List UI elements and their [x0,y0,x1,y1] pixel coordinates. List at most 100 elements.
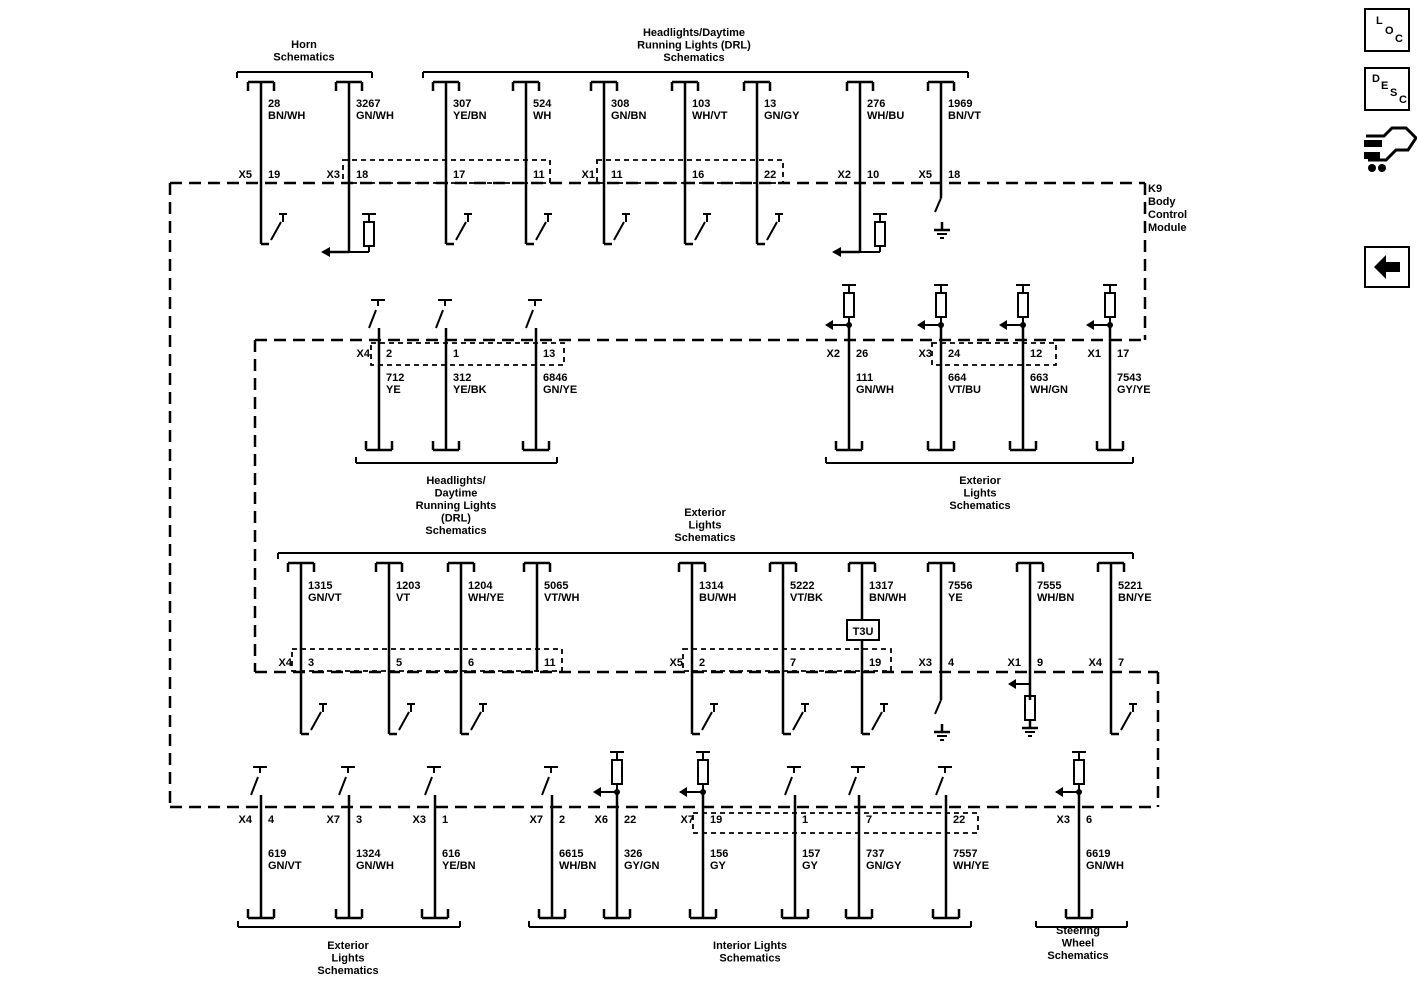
schematic-reference-label: Schematics [425,525,486,537]
schematic-reference-label: Exterior [684,507,726,519]
component-label: T3U [853,626,874,638]
circuit-number: 1203 [396,580,420,592]
connector-id: X3 [919,657,932,669]
arrow-head [825,320,833,330]
connector-view-icon[interactable] [1362,120,1417,176]
arrow-head [999,320,1007,330]
switch-blade [541,776,550,796]
circuit-number: 111 [856,372,873,384]
pin-number: 3 [308,657,314,669]
back-button[interactable] [1364,246,1410,288]
desc-letter: S [1390,87,1398,99]
circuit-number: 157 [802,848,820,860]
switch-blade [1120,711,1132,731]
wire-color: YE [386,384,401,396]
component-box [846,619,880,641]
circuit-number: 312 [453,372,471,384]
pin-number: 3 [356,814,362,826]
schematic-reference-label: Horn [291,39,317,51]
pin-number: 7 [1118,657,1124,669]
circuit-number: 103 [692,98,710,110]
loc-button[interactable]: L O C [1364,8,1410,52]
wire-color: VT/WH [544,592,579,604]
connector-id: X7 [327,814,340,826]
module-label-line: Body [1148,196,1176,208]
pin-number: 24 [948,348,961,360]
resistor-body [874,221,886,247]
wire-color: GN/GY [764,110,800,122]
plug-icon [1364,126,1417,172]
pin-number: 7 [790,657,796,669]
connector-group-box [596,159,784,184]
wire-color: VT/BU [948,384,981,396]
wire-color: YE [948,592,963,604]
wire-color: BN/YE [1118,592,1152,604]
pin-number: 12 [1030,348,1042,360]
wire-color: WH/VT [692,110,728,122]
schematic-reference-label: Daytime [435,488,478,500]
pin-number: 11 [544,657,556,669]
arrow-head [593,787,601,797]
circuit-number: 1315 [308,580,332,592]
connector-id: X4 [279,657,293,669]
wire-color: GN/BN [611,110,647,122]
arrow-head [679,787,687,797]
pin-number: 10 [867,169,879,181]
pin-number: 4 [948,657,955,669]
wire-color: WH/YE [953,860,989,872]
schematic-reference-label: Schematics [674,532,735,544]
pin-number: 26 [856,348,868,360]
pin-number: 11 [533,169,545,181]
wire-color: GN/WH [356,110,394,122]
connector-id: X3 [413,814,426,826]
switch-blade [424,776,433,796]
circuit-number: 13 [764,98,776,110]
switch-blade [398,711,410,731]
resistor-body [611,759,623,785]
back-arrow-icon [1374,255,1400,279]
circuit-number: 5222 [790,580,814,592]
connector-id: X3 [1057,814,1070,826]
circuit-number: 5221 [1118,580,1142,592]
circuit-number: 619 [268,848,286,860]
connector-group-box [682,648,892,672]
wire-color: GN/WH [856,384,894,396]
schematic-reference-label: Headlights/Daytime [643,27,745,39]
switch-blade [701,711,713,731]
resistor-body [363,221,375,247]
wire-color: WH [533,110,551,122]
connector-id: X2 [838,169,851,181]
circuit-number: 1969 [948,98,972,110]
wire-color: GY/GN [624,860,660,872]
schematic-reference-label: Schematics [317,965,378,977]
pin-number: 2 [559,814,565,826]
schematic-reference-label: Running Lights (DRL) [637,40,751,52]
resistor-body [697,759,709,785]
wire-color: WH/BN [1037,592,1074,604]
module-label-line: K9 [1148,183,1162,195]
switch-blade [525,309,534,329]
switch-blade [310,711,322,731]
connector-id: X4 [239,814,253,826]
schematic-reference-label: Schematics [663,52,724,64]
switch-blade [368,309,377,329]
module-label: K9 Body Control Module [1148,183,1187,234]
circuit-number: 307 [453,98,471,110]
wire-color: WH/GN [1030,384,1068,396]
circuit-number: 276 [867,98,885,110]
desc-button[interactable]: D E S C [1364,67,1410,111]
circuit-number: 7557 [953,848,977,860]
wire-color: GY/YE [1117,384,1151,396]
